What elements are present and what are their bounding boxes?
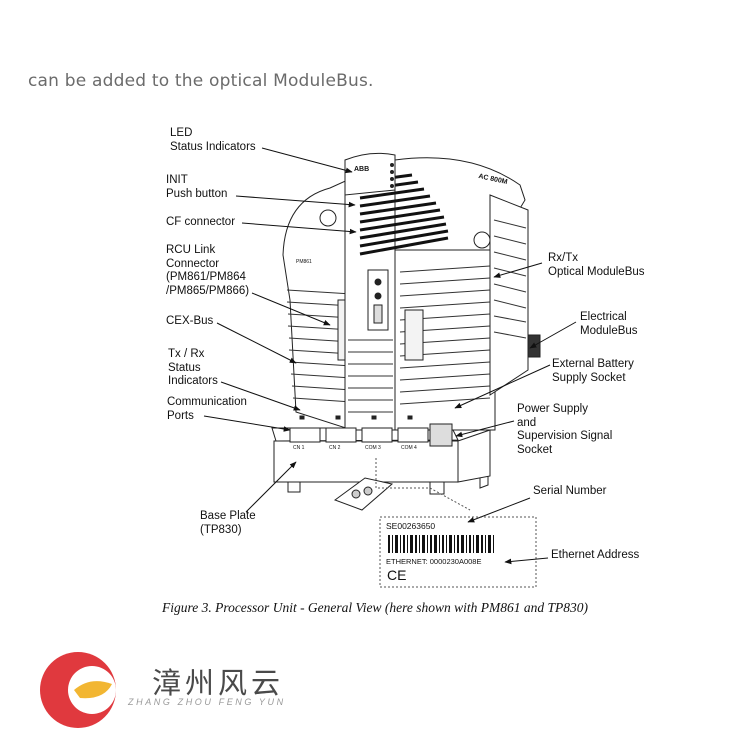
arrow-txrx: [220, 381, 301, 411]
label-base-plate: Base Plate (TP830): [200, 510, 256, 536]
device-model-small: PM861: [296, 259, 312, 265]
arrow-init: [235, 195, 356, 208]
serial-label-box: [375, 458, 537, 588]
label-rcu-link: RCU Link Connector (PM861/PM864 /PM865/P…: [166, 244, 250, 297]
ce-mark: CE: [387, 567, 407, 583]
left-module: [282, 177, 353, 431]
watermark-pinyin-text: ZHANG ZHOU FENG YUN: [128, 697, 286, 707]
arrow-rx: [493, 262, 543, 278]
arrow-cex: [216, 322, 297, 364]
arrow-electrical: [529, 321, 577, 349]
port-com4: [397, 427, 429, 443]
port-label-cn2: CN 2: [329, 445, 341, 451]
leader-arrows: [203, 147, 577, 565]
arrow-power: [455, 420, 515, 438]
label-communication-ports: Communication Ports: [167, 396, 247, 422]
arrow-ethernet: [504, 557, 549, 565]
label-cex-bus: CEX-Bus: [166, 315, 214, 327]
label-power-supply: Power Supply and Supervision Signal Sock…: [517, 403, 613, 456]
label-cf-connector: CF connector: [166, 216, 236, 228]
arrow-led: [261, 147, 353, 174]
base-key-connector: [333, 477, 394, 511]
label-optical-modulebus: Rx/Tx Optical ModuleBus: [548, 252, 645, 278]
device-brand: ABB: [354, 166, 370, 173]
watermark-chinese-text: 漳州风云: [152, 666, 285, 700]
power-socket: [429, 423, 453, 447]
port-cn2: [325, 427, 357, 443]
arrow-serial: [467, 497, 531, 523]
arrow-rcu: [251, 292, 331, 326]
port-cn1: [289, 427, 321, 443]
arrow-comm: [203, 415, 291, 432]
intro-text: can be added to the optical ModuleBus.: [28, 71, 374, 91]
label-electrical-modulebus: Electrical ModuleBus: [580, 311, 638, 337]
label-txrx-indicators: Tx / Rx Status Indicators: [168, 348, 218, 387]
label-ethernet-address: Ethernet Address: [551, 549, 640, 561]
barcode: [388, 535, 494, 553]
arrow-base: [245, 461, 297, 513]
ethernet-value: ETHERNET: 0000230A008E: [386, 557, 482, 566]
arrow-cf: [241, 222, 357, 235]
serial-number-value: SE00263650: [386, 521, 436, 531]
led-panel: [344, 152, 396, 196]
figure-caption: Figure 3. Processor Unit - General View …: [161, 600, 589, 615]
label-battery-socket: External Battery Supply Socket: [552, 358, 634, 384]
port-label-com4: COM 4: [401, 445, 417, 451]
label-init-button: INIT Push button: [166, 174, 228, 200]
communication-ports: [289, 415, 453, 447]
label-led-status: LED Status Indicators: [170, 127, 256, 153]
port-label-cn1: CN 1: [293, 445, 305, 451]
watermark-logo-icon: [40, 652, 116, 728]
center-module: [344, 159, 396, 431]
port-com3: [361, 427, 393, 443]
label-serial-number: Serial Number: [533, 485, 607, 497]
side-panel: [489, 194, 541, 396]
port-label-com3: COM 3: [365, 445, 381, 451]
arrow-battery: [454, 364, 551, 409]
